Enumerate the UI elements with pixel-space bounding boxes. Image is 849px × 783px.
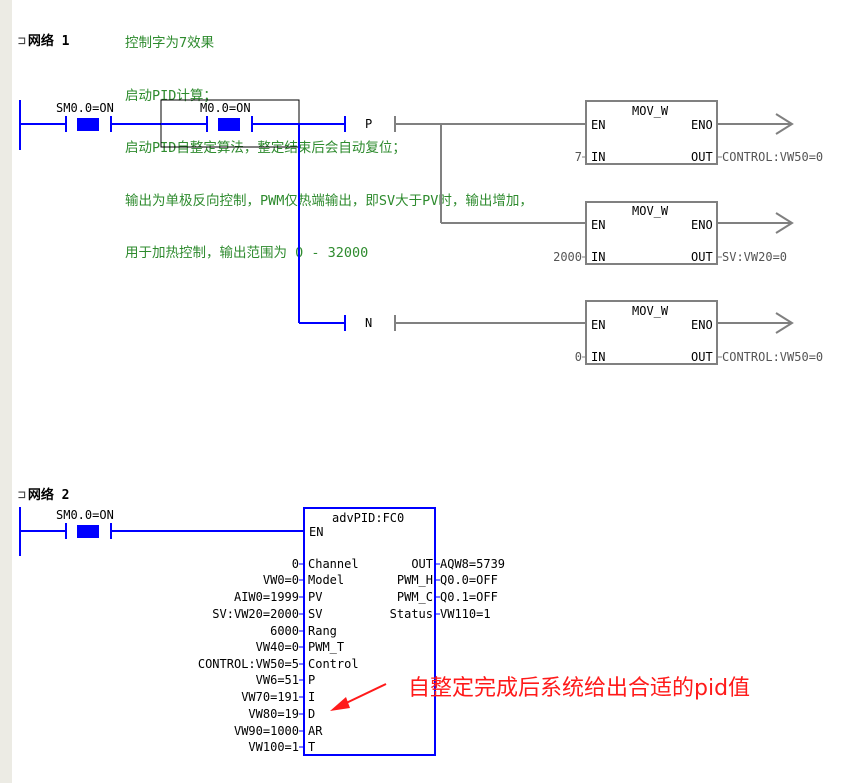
comment-line: 控制字为7效果 bbox=[125, 35, 215, 51]
contact-sm0-0[interactable] bbox=[65, 116, 112, 132]
left-margin-strip bbox=[0, 0, 12, 783]
eno-pin: ENO bbox=[691, 218, 713, 232]
output-value[interactable]: VW110=1 bbox=[440, 607, 491, 621]
pin-sv: SV bbox=[308, 607, 323, 621]
in-value[interactable]: 0 bbox=[574, 350, 582, 364]
contact-sm0-0-net2[interactable] bbox=[65, 523, 112, 539]
input-value[interactable]: SV:VW20=2000 bbox=[212, 607, 299, 621]
out-pin: OUT bbox=[691, 350, 713, 364]
input-value[interactable]: VW0=0 bbox=[262, 573, 299, 587]
input-value[interactable]: VW70=191 bbox=[241, 690, 299, 704]
block-name: MOV_W bbox=[632, 304, 669, 318]
pin-out: OUT bbox=[411, 557, 433, 571]
in-value[interactable]: 7 bbox=[574, 150, 582, 164]
input-value[interactable]: VW6=51 bbox=[255, 673, 299, 687]
collapse-icon[interactable]: ⊐ bbox=[18, 34, 26, 49]
out-value[interactable]: CONTROL:VW50=0 bbox=[722, 150, 824, 164]
block-name: advPID:FC0 bbox=[332, 511, 405, 525]
input-value[interactable]: VW80=19 bbox=[248, 707, 299, 721]
in-pin: IN bbox=[591, 350, 606, 364]
en-pin: EN bbox=[591, 218, 606, 232]
contact-label: SM0.0=ON bbox=[56, 508, 114, 522]
output-value[interactable]: Q0.1=OFF bbox=[440, 590, 498, 604]
network-2-title[interactable]: ⊐网络 2 bbox=[18, 488, 70, 503]
input-value[interactable]: VW90=1000 bbox=[233, 724, 299, 738]
en-pin: EN bbox=[309, 525, 324, 539]
contact-label: SM0.0=ON bbox=[56, 101, 114, 115]
pin-pwm-c: PWM_C bbox=[396, 590, 433, 604]
in-value[interactable]: 2000 bbox=[553, 250, 582, 264]
comment-line: 启动PID自整定算法，整定结束后会自动复位； bbox=[125, 140, 406, 156]
pin-status: Status bbox=[389, 607, 433, 621]
pin-pwm-t: PWM_T bbox=[308, 640, 345, 654]
out-value[interactable]: CONTROL:VW50=0 bbox=[722, 350, 824, 364]
pin-i: I bbox=[308, 690, 316, 704]
pin-p: P bbox=[308, 673, 316, 687]
annotation-text: 自整定完成后系统给出合适的pid值 bbox=[408, 676, 751, 701]
pin-channel: Channel bbox=[308, 557, 359, 571]
pin-rang: Rang bbox=[308, 624, 337, 638]
en-pin: EN bbox=[591, 118, 606, 132]
pin-pwm-h: PWM_H bbox=[396, 573, 433, 587]
pin-control: Control bbox=[308, 657, 359, 671]
out-value[interactable]: SV:VW20=0 bbox=[722, 250, 788, 264]
pin-pv: PV bbox=[308, 590, 323, 604]
network-1-title[interactable]: ⊐网络 1 bbox=[18, 34, 70, 49]
input-value[interactable]: VW40=0 bbox=[255, 640, 299, 654]
block-name: MOV_W bbox=[632, 204, 669, 218]
in-pin: IN bbox=[591, 150, 606, 164]
en-pin: EN bbox=[591, 318, 606, 332]
out-pin: OUT bbox=[691, 150, 713, 164]
block-name: MOV_W bbox=[632, 104, 669, 118]
out-pin: OUT bbox=[691, 250, 713, 264]
input-value[interactable]: CONTROL:VW50=5 bbox=[197, 657, 299, 671]
n-label: N bbox=[365, 316, 373, 330]
contact-m0-0[interactable] bbox=[206, 116, 253, 132]
in-pin: IN bbox=[591, 250, 606, 264]
input-value[interactable]: 6000 bbox=[270, 624, 299, 638]
input-value[interactable]: AIW0=1999 bbox=[233, 590, 299, 604]
comment-line: 输出为单极反向控制，PWM仅热端输出，即SV大于PV时，输出增加， bbox=[125, 192, 533, 209]
collapse-icon[interactable]: ⊐ bbox=[18, 488, 26, 503]
eno-pin: ENO bbox=[691, 318, 713, 332]
input-value[interactable]: VW100=1 bbox=[248, 740, 299, 754]
contact-label: M0.0=ON bbox=[200, 101, 251, 115]
pin-t: T bbox=[308, 740, 316, 754]
output-value[interactable]: Q0.0=OFF bbox=[440, 573, 498, 587]
pin-ar: AR bbox=[308, 724, 323, 738]
annotation-arrow bbox=[330, 683, 387, 711]
input-value[interactable]: 0 bbox=[291, 557, 299, 571]
p-label: P bbox=[365, 117, 373, 131]
pin-model: Model bbox=[308, 573, 345, 587]
pin-d: D bbox=[308, 707, 316, 721]
eno-pin: ENO bbox=[691, 118, 713, 132]
output-value[interactable]: AQW8=5739 bbox=[440, 557, 506, 571]
